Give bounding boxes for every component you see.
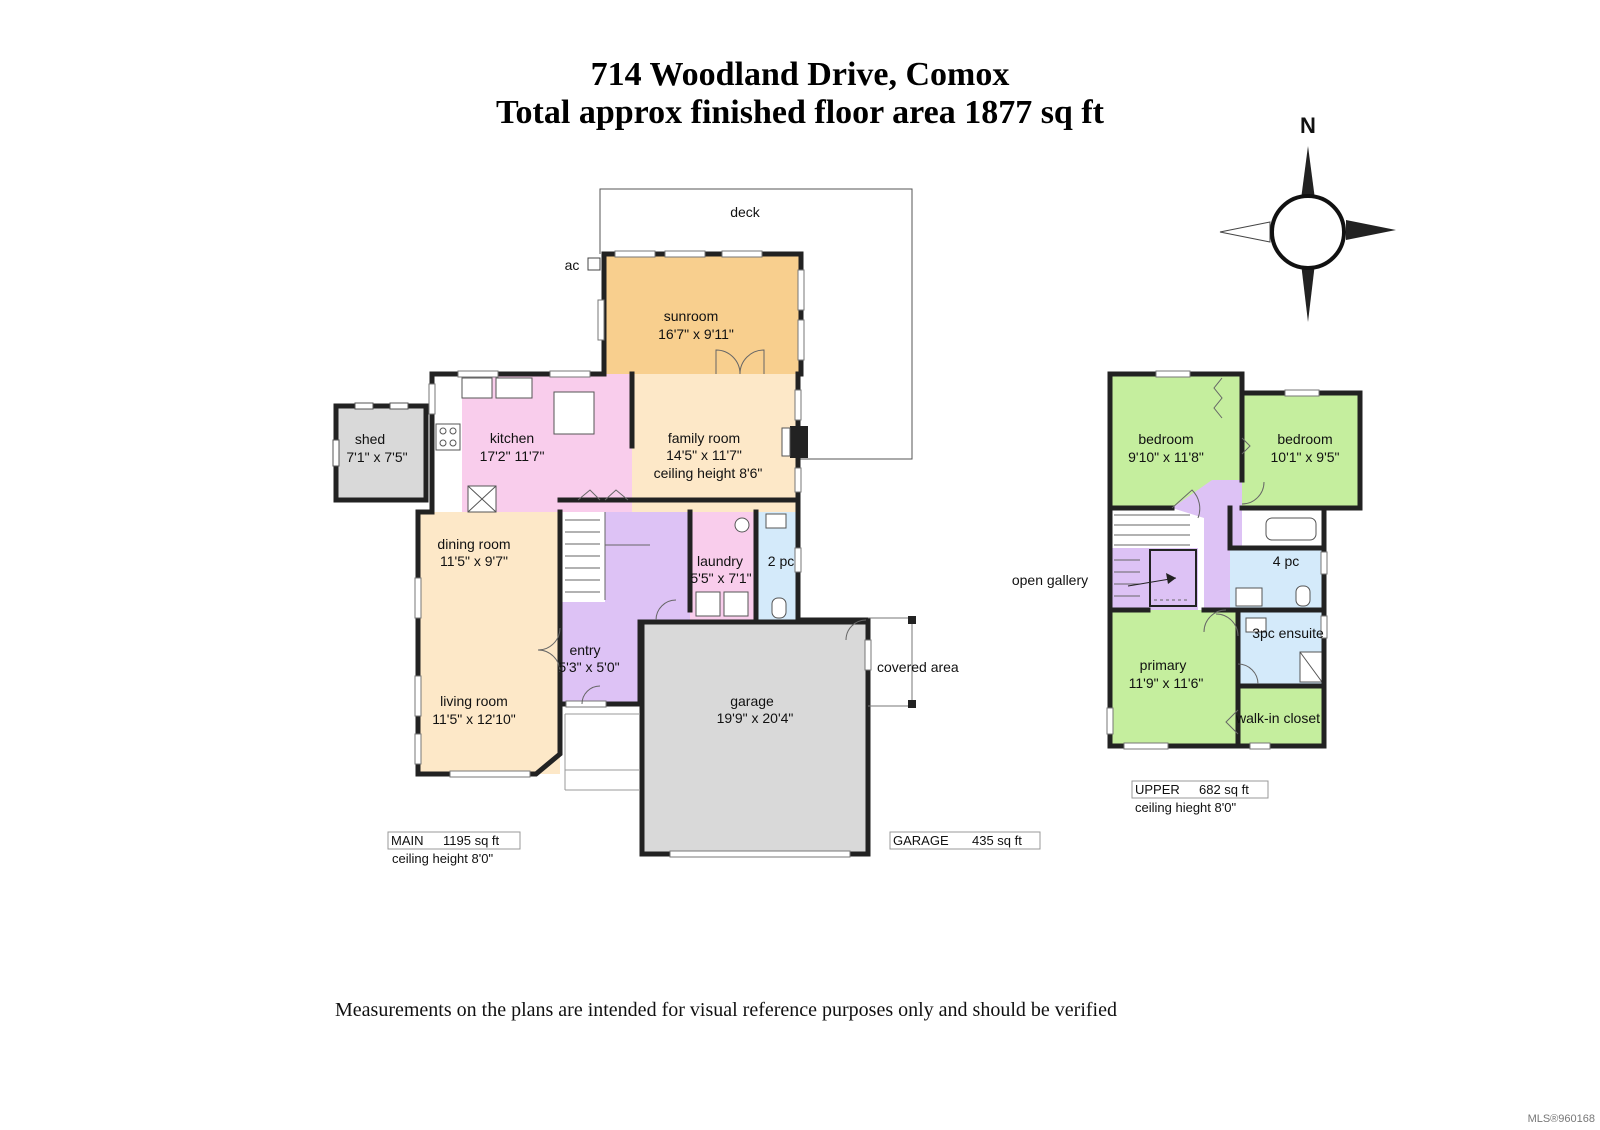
dining-living-fill	[418, 512, 560, 774]
bedroom-2-dims: 10'1" x 9'5"	[1271, 449, 1340, 465]
open-gallery-label: open gallery	[1012, 572, 1088, 588]
upper-ceiling: ceiling hieght 8'0"	[1135, 800, 1236, 815]
shed-fill	[336, 406, 426, 500]
main-windows	[414, 250, 872, 858]
primary-name: primary	[1140, 657, 1187, 673]
family-room-name: family room	[668, 430, 740, 446]
upper-windows	[1106, 370, 1328, 750]
living-room-dims: 11'5" x 12'10"	[432, 711, 516, 727]
laundry-dims: 5'5" x 7'1"	[690, 570, 751, 586]
upper-doors	[1171, 377, 1265, 735]
bedroom-1-name: bedroom	[1138, 431, 1193, 447]
bedroom-2-name: bedroom	[1277, 431, 1332, 447]
plan-title-area: Total approx finished floor area 1877 sq…	[496, 94, 1104, 131]
compass-north-label: N	[1300, 113, 1316, 138]
garage-dims: 19'9" x 20'4"	[717, 710, 794, 726]
laundry-fixtures	[695, 517, 750, 617]
ac-unit	[587, 257, 601, 271]
kitchen-dims: 17'2" 11'7"	[480, 448, 545, 464]
family-room-fill	[632, 374, 798, 512]
upper-area-box: UPPER 682 sq ft ceiling hieght 8'0"	[1131, 780, 1269, 815]
entry-name: entry	[569, 642, 600, 658]
plan-title-address: 714 Woodland Drive, Comox	[590, 56, 1010, 93]
main-stairs	[565, 512, 650, 600]
mls-number: MLS®960168	[1527, 1113, 1595, 1125]
main-area-box: MAIN 1195 sq ft ceiling height 8'0"	[387, 831, 521, 866]
dining-room-dims: 11'5" x 9'7"	[440, 553, 508, 569]
primary-dims: 11'9" x 11'6"	[1129, 675, 1204, 691]
two-pc-fixtures	[765, 513, 787, 619]
family-room-ceiling: ceiling height 8'6"	[654, 465, 763, 481]
primary-fill	[1110, 610, 1238, 746]
disclaimer-text: Measurements on the plans are intended f…	[335, 999, 1117, 1021]
sunroom-name: sunroom	[664, 308, 718, 324]
bedroom-2-fill	[1242, 393, 1360, 508]
covered-area-label: covered area	[877, 659, 959, 675]
garage-area-label: GARAGE	[893, 833, 949, 848]
upper-hall-fill	[1172, 480, 1242, 610]
garage-area-value: 435 sq ft	[972, 833, 1022, 848]
front-steps	[564, 713, 640, 791]
shed-dims: 7'1" x 7'5"	[346, 449, 407, 465]
deck-label: deck	[730, 204, 761, 220]
main-area-value: 1195 sq ft	[443, 833, 500, 848]
main-ceiling: ceiling height 8'0"	[392, 851, 493, 866]
laundry-name: laundry	[697, 553, 743, 569]
ac-label: ac	[565, 257, 580, 273]
family-room-dims: 14'5" x 11'7"	[666, 447, 742, 463]
upper-stairs	[1114, 514, 1197, 607]
shed-room: shed 7'1" x 7'5"	[332, 402, 429, 503]
upper-area-label: UPPER	[1135, 782, 1180, 797]
ensuite-name: 3pc ensuite	[1252, 625, 1324, 641]
shed-name: shed	[355, 431, 385, 447]
bedroom-1-dims: 9'10" x 11'8"	[1128, 449, 1204, 465]
kitchen-fixtures	[435, 377, 595, 513]
main-area-label: MAIN	[391, 833, 424, 848]
main-doors	[537, 349, 867, 705]
four-pc-name: 4 pc	[1273, 553, 1299, 569]
sunroom-dims: 16'7" x 9'11"	[658, 326, 734, 342]
living-room-name: living room	[440, 693, 508, 709]
walk-in-closet-fill	[1238, 686, 1324, 746]
compass-rose-icon: N	[1219, 113, 1396, 322]
garage-area-box: GARAGE 435 sq ft	[889, 831, 1041, 850]
dining-room-name: dining room	[437, 536, 510, 552]
entry-dims: 5'3" x 5'0"	[558, 659, 619, 675]
garage-fill	[642, 622, 868, 854]
walk-in-closet-name: walk-in closet	[1235, 710, 1320, 726]
sunroom-fill	[604, 256, 799, 374]
upper-area-value: 682 sq ft	[1199, 782, 1249, 797]
kitchen-name: kitchen	[490, 430, 534, 446]
open-gallery-fill	[1110, 548, 1148, 610]
two-pc-name: 2 pc	[768, 553, 794, 569]
deck-outline: deck	[599, 188, 913, 460]
covered-area: covered area	[868, 616, 959, 708]
upper-bath-fixtures	[1235, 517, 1323, 683]
garage-name: garage	[730, 693, 774, 709]
